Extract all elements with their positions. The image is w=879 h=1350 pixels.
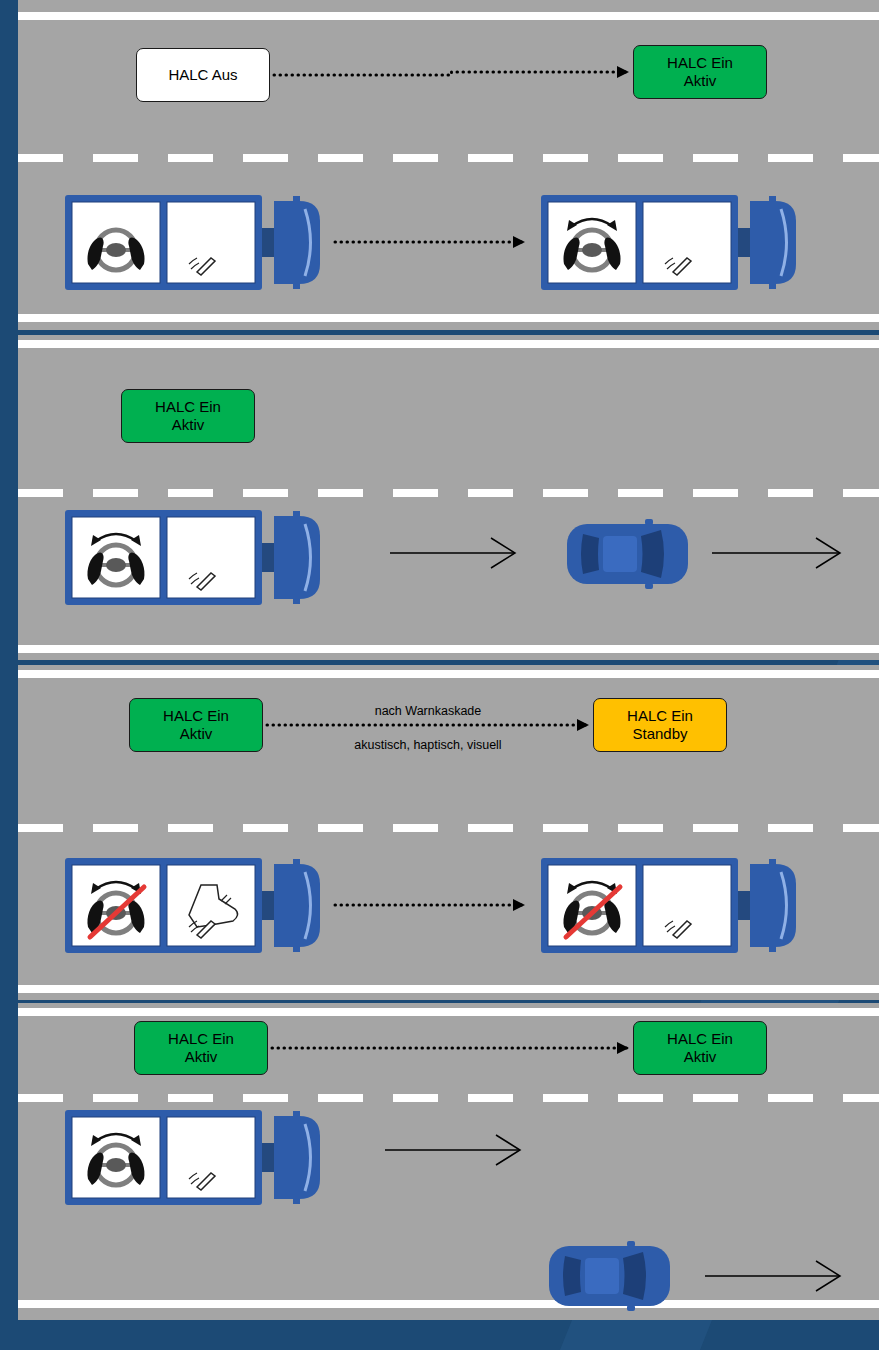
car [549, 1241, 670, 1311]
lane-marking [18, 154, 879, 162]
motion-arrow [712, 552, 840, 554]
hands-on-wheel-icon [87, 230, 144, 270]
state-box: HALC Ein Aktiv [129, 698, 263, 752]
road-edge [18, 340, 879, 348]
pedal-icon [189, 1173, 215, 1190]
hands-on-wheel-icon [563, 230, 620, 270]
steering-arc-icon [567, 219, 617, 231]
state-label: HALC Ein Aktiv [657, 1030, 743, 1066]
state-label: HALC Ein Standby [617, 707, 703, 743]
pedal-icon [665, 921, 691, 938]
motion-arrow [705, 1275, 840, 1277]
connector-group [267, 72, 629, 1048]
road-edge [18, 670, 879, 678]
road-edge [18, 12, 879, 20]
edge-label: nach Warnkaskade [373, 704, 484, 719]
lane-marking [18, 489, 879, 497]
car [567, 519, 688, 589]
state-label: HALC Ein Aktiv [145, 398, 231, 434]
motion-arrow [390, 552, 515, 554]
truck [65, 858, 320, 953]
state-box: HALC Ein Aktiv [633, 45, 767, 99]
transition-connector [267, 724, 589, 727]
truck [65, 510, 320, 605]
pedal-icon [189, 921, 215, 938]
state-label: HALC Ein Aktiv [657, 54, 743, 90]
truck [65, 195, 320, 290]
road-panel [18, 1003, 879, 1320]
state-label: HALC Ein Aktiv [153, 707, 239, 743]
note-label: akustisch, haptisch, visuell [352, 738, 503, 753]
road-edge [18, 1300, 879, 1308]
road-edge [18, 1008, 879, 1016]
steering-arc-icon [567, 882, 617, 894]
lane-marking [18, 1094, 879, 1102]
pedal-icon [189, 258, 215, 275]
road-panel [18, 0, 879, 330]
pedal-icon [665, 258, 691, 275]
state-box: HALC Ein Standby [593, 698, 727, 752]
truck [541, 195, 796, 290]
road-edge [18, 985, 879, 993]
road-panel [18, 665, 879, 1000]
state-label: HALC Ein Aktiv [158, 1030, 244, 1066]
hands-on-wheel-icon [87, 545, 144, 585]
truck [541, 858, 796, 953]
state-box: HALC Aus [136, 48, 270, 102]
truck [65, 1110, 320, 1205]
steering-arc-icon [91, 1134, 141, 1146]
hands-on-wheel-icon [87, 1145, 144, 1185]
state-box: HALC Ein Aktiv [134, 1021, 268, 1075]
transition-connector [272, 1047, 629, 1050]
transition-arrow [335, 241, 525, 244]
steering-arc-icon [91, 882, 141, 894]
pedal-icon [189, 573, 215, 590]
hands-off-slash [566, 887, 620, 937]
state-box: HALC Ein Aktiv [121, 389, 255, 443]
state-box: HALC Ein Aktiv [633, 1021, 767, 1075]
transition-arrow [335, 904, 525, 907]
state-label: HALC Aus [168, 66, 237, 84]
hands-off-slash [90, 887, 144, 937]
motion-arrow [385, 1149, 520, 1151]
road-panel [18, 335, 879, 660]
road-edge [18, 314, 879, 322]
road-edge [18, 645, 879, 653]
steering-arc-icon [91, 534, 141, 546]
transition-connector [274, 72, 629, 75]
lane-marking [18, 824, 879, 832]
